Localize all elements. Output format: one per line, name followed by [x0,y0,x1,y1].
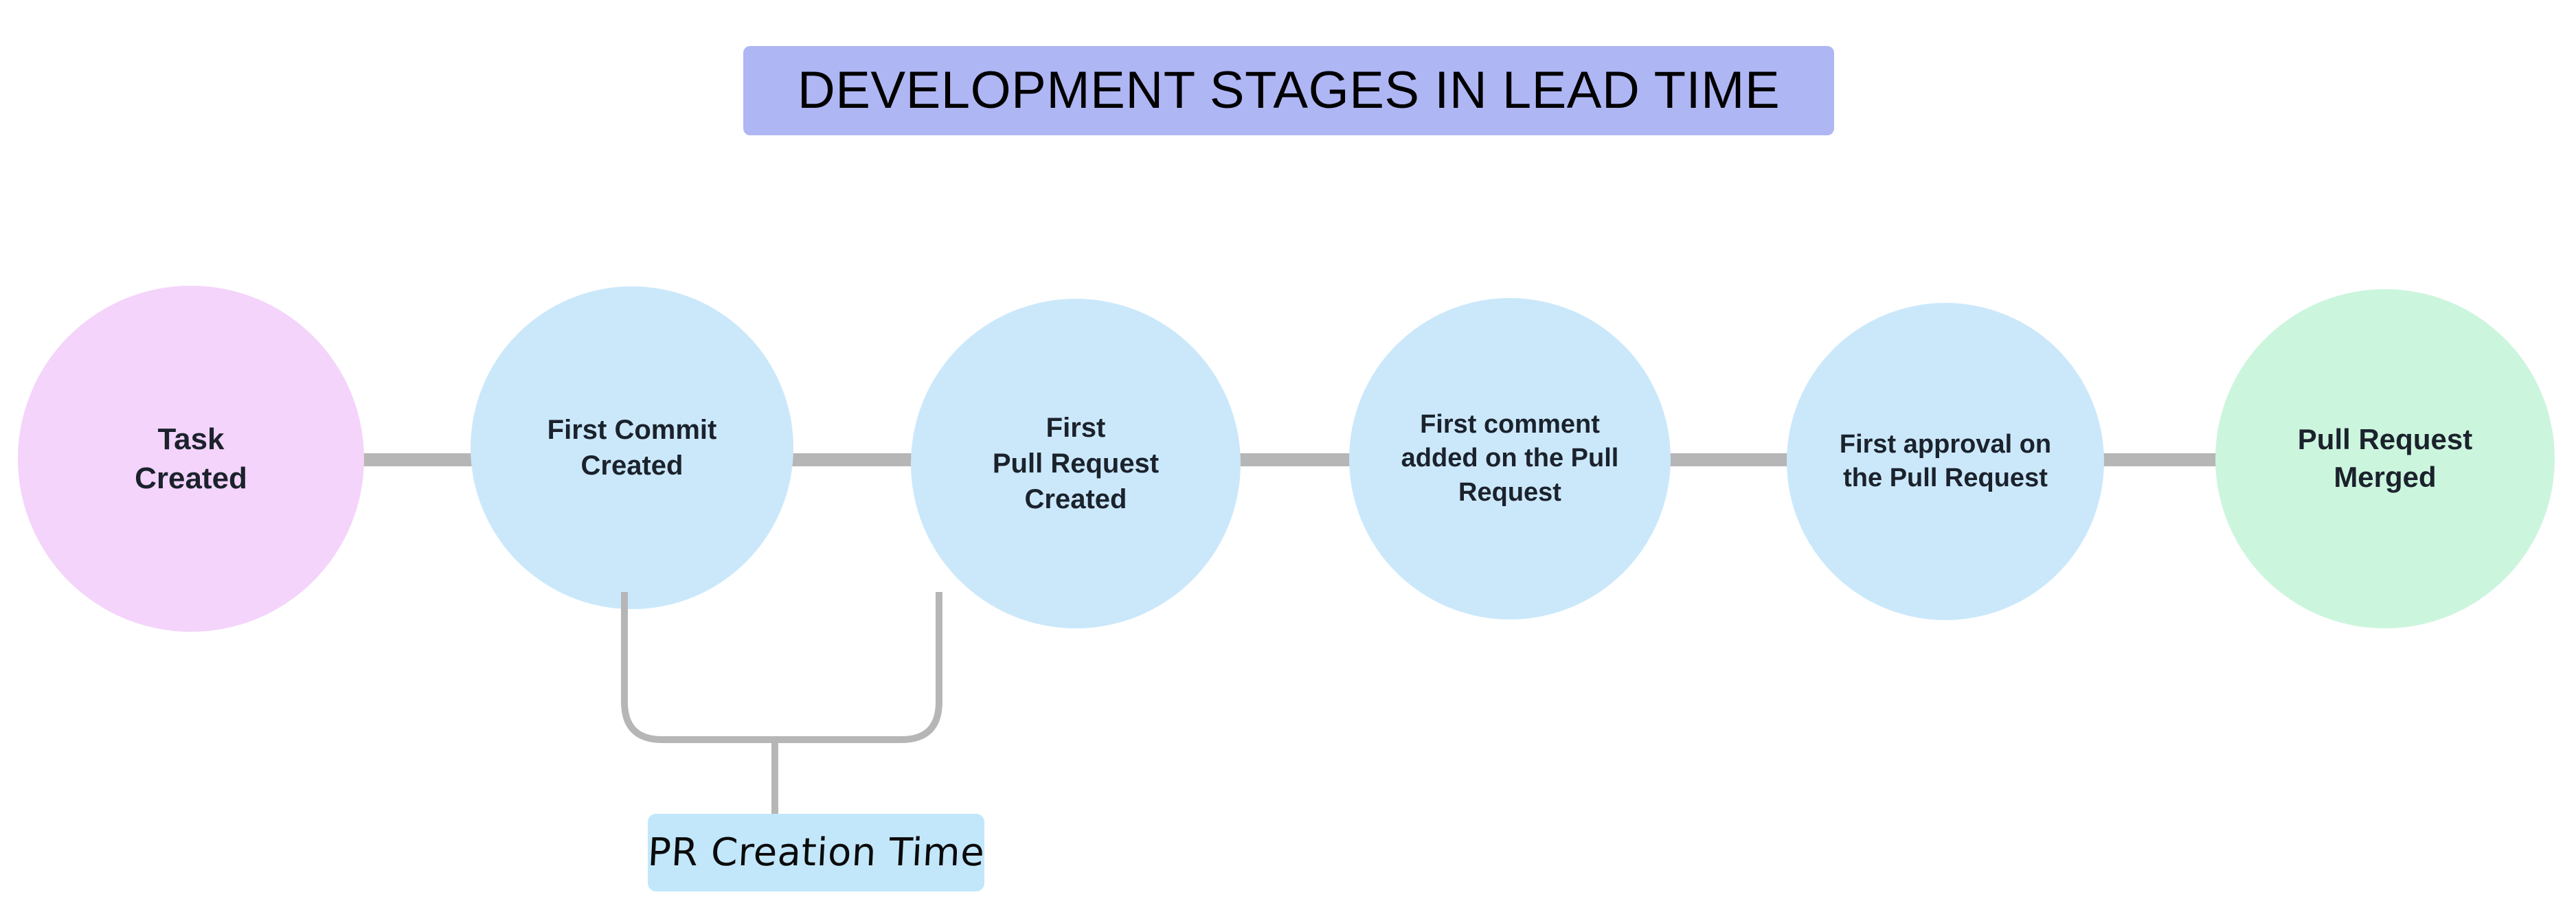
stage-label-pull-request-merged: Pull Request Merged [2297,423,2473,493]
stage-label-first-comment-added: First comment added on the Pull Request [1401,409,1619,507]
stage-label-first-approval: First approval on the Pull Request [1839,429,2052,492]
stage-label-first-commit-created: First Commit Created [547,415,717,481]
connector-commit-to-pr [791,453,912,466]
stage-node-first-comment-added[interactable]: First comment added on the Pull Request [1349,298,1671,619]
stage-node-task-created[interactable]: Task Created [18,286,364,632]
connector-task-to-commit [363,453,474,466]
annotation-pr-creation-time-label: PR Creation Time [646,830,986,875]
connector-pr-to-comment [1236,453,1352,466]
stage-node-first-approval[interactable]: First approval on the Pull Request [1787,303,2104,620]
stage-label-task-created: Task Created [135,422,247,495]
stage-node-first-commit-created[interactable]: First Commit Created [471,286,793,609]
bracket-path [621,592,942,743]
page-title: DEVELOPMENT STAGES IN LEAD TIME [797,61,1781,119]
diagram-title-banner: DEVELOPMENT STAGES IN LEAD TIME [743,46,1834,135]
stage-label-first-pull-request-created: First Pull Request Created [992,413,1160,514]
annotation-pr-creation-time[interactable]: PR Creation Time [646,814,986,891]
stage-node-first-pull-request-created[interactable]: First Pull Request Created [911,299,1241,628]
stage-node-pull-request-merged[interactable]: Pull Request Merged [2215,289,2555,628]
pr-creation-time-bracket [621,592,942,750]
connector-comment-to-approval [1668,453,1787,466]
connector-approval-to-merged [2102,453,2220,466]
bracket-drop-line [771,740,778,817]
